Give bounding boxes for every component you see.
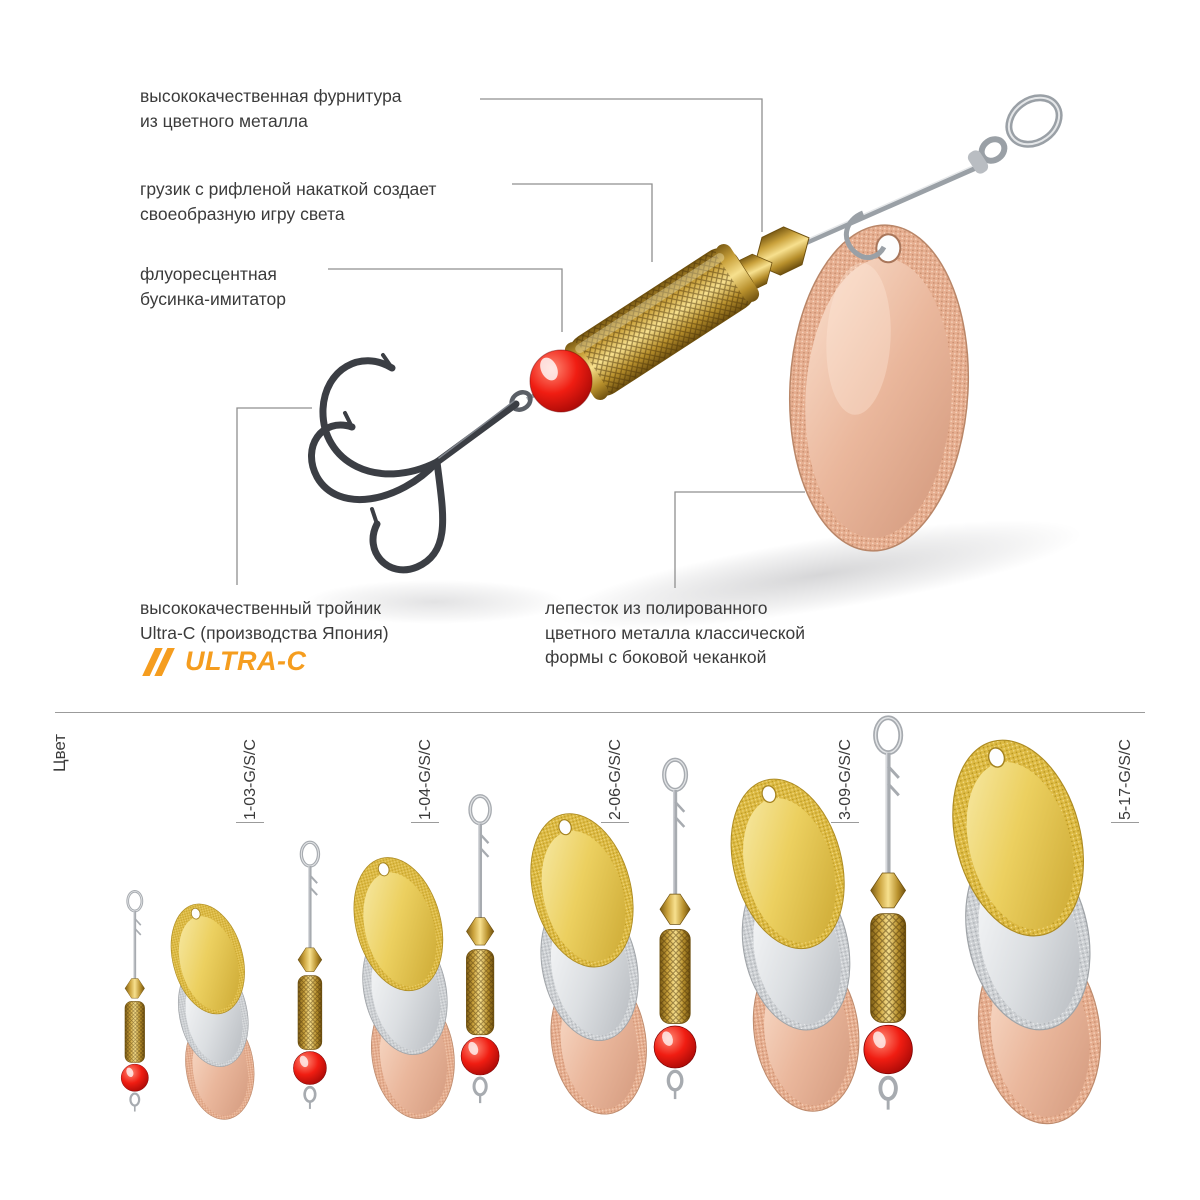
hero-treble-hook [308,353,533,574]
callout-line-fittings [480,98,763,232]
hero-blade [788,224,970,552]
annotation-fittings: высококачественная фурнитура из цветного… [140,86,402,131]
size-label-tick-1 [236,822,264,823]
annotation-blade: лепесток из полированного цветного метал… [545,598,806,667]
callout-line-blade [674,491,805,588]
hero-clevis [843,210,887,261]
callout-lines [236,98,805,588]
annotation-bead: флуоресцентная бусинка-имитатор [140,264,287,309]
size-label-2: 1-04-G/S/C [417,739,434,820]
size-label-tick-5 [1111,822,1139,823]
ultra-c-logo: ULTRA-C [140,646,306,677]
size-label-tick-4 [831,822,859,823]
annotation-hook: высококачественный тройник Ultra-C (прои… [140,598,389,643]
hero-hook-shadow [305,580,565,624]
chart-divider [55,712,1145,713]
size-label-4: 3-09-G/S/C [837,739,854,820]
size-chart-lure-1 [119,889,262,1126]
size-chart-lure-2 [291,840,464,1126]
chart-axis-label: Цвет [50,733,69,772]
size-chart-lure-3 [459,794,658,1123]
size-label-tick-3 [601,822,629,823]
callout-line-weight [512,183,653,262]
hero-shadow [558,520,1082,630]
hero-lure [305,94,1082,630]
ultra-c-logo-icon [142,647,175,676]
ultra-c-logo-text: ULTRA-C [185,646,307,676]
hero-red-bead [526,349,593,413]
size-chart-lure-5 [864,718,1112,1132]
size-label-3: 2-06-G/S/C [607,739,624,820]
annotation-weight: грузик с рифленой накаткой создает своео… [140,179,437,224]
size-label-1: 1-03-G/S/C [242,739,259,820]
callout-line-hook [236,407,312,585]
hero-swivel [967,94,1063,174]
size-label-5: 5-17-G/S/C [1117,739,1134,820]
size-label-tick-2 [411,822,439,823]
callout-line-bead [328,268,563,332]
